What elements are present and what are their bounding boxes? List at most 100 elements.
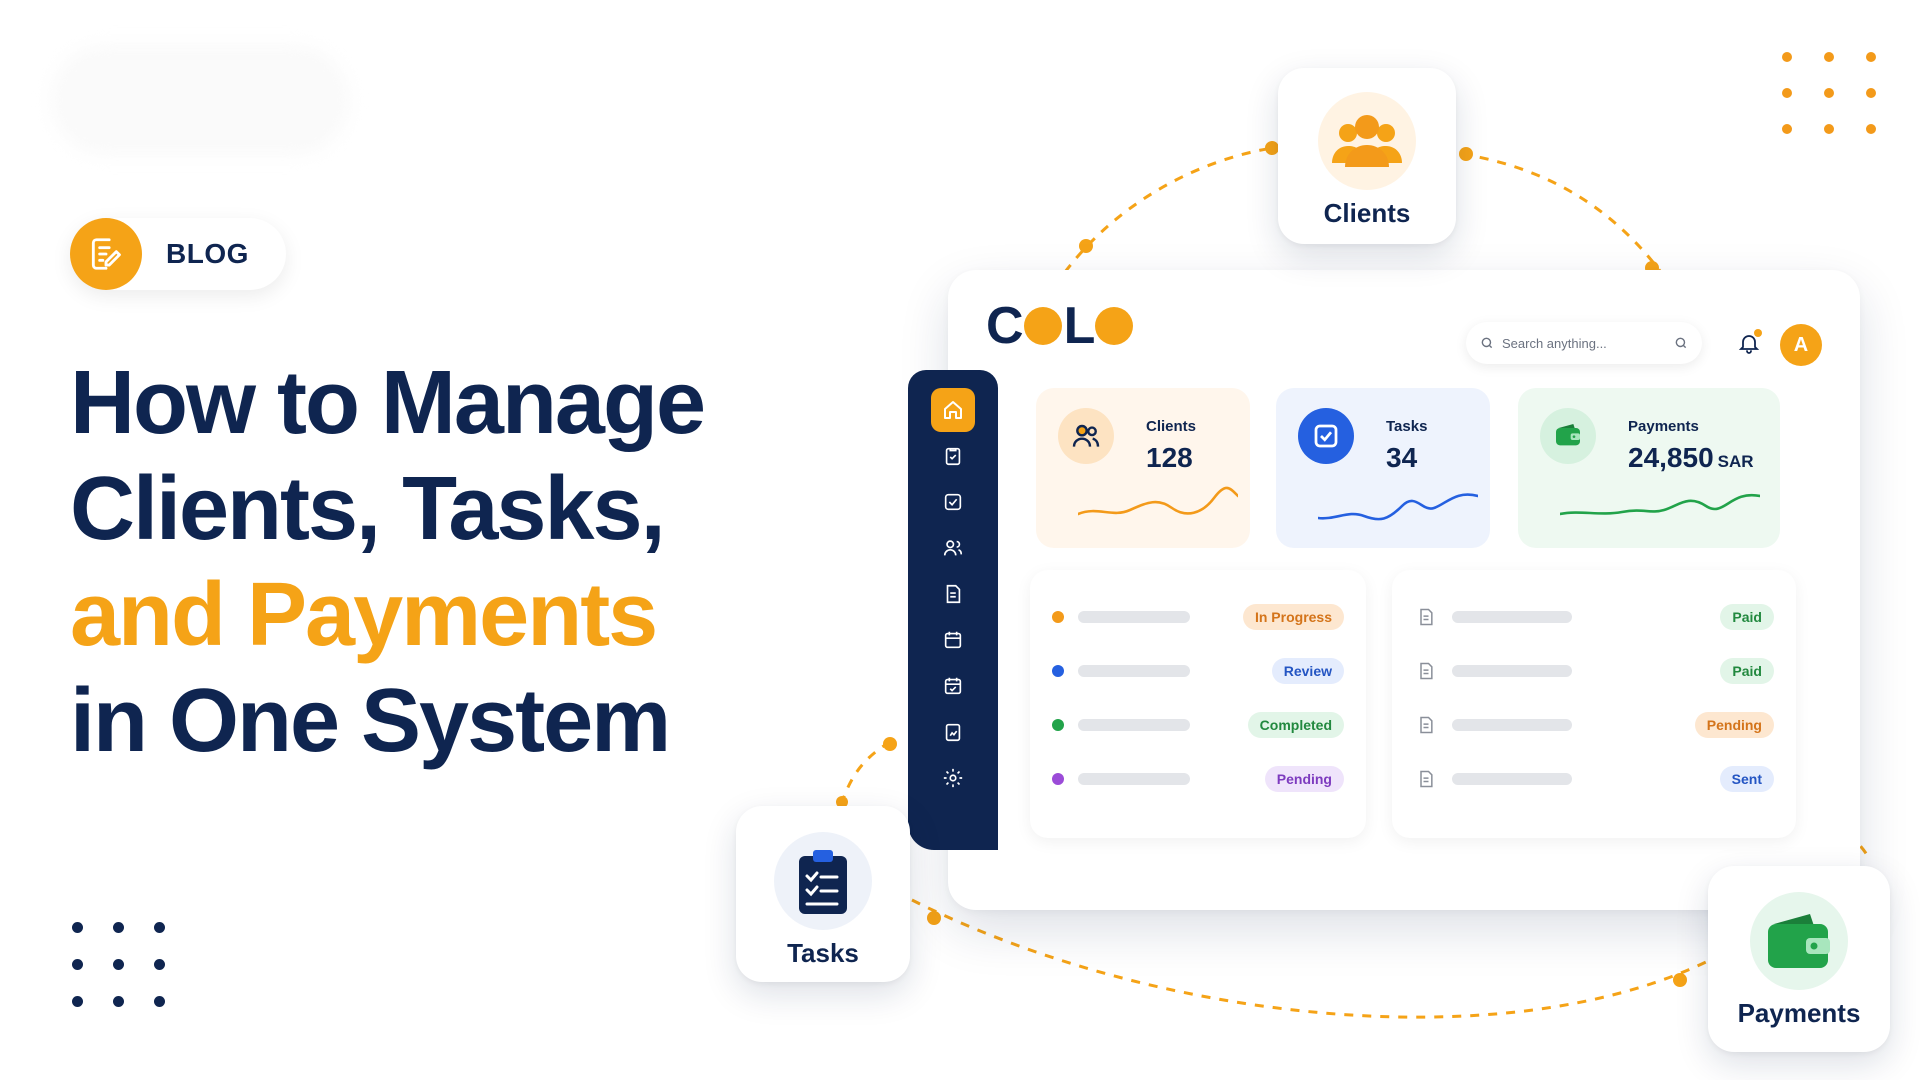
notification-dot xyxy=(1754,329,1762,337)
chart-clipboard-icon xyxy=(945,723,961,742)
checkbox-icon xyxy=(1298,408,1354,464)
users-icon xyxy=(943,540,963,556)
placeholder-bar xyxy=(1078,719,1190,731)
stat-card-tasks[interactable]: Tasks 34 xyxy=(1276,388,1490,548)
task-list-panel: In Progress Review Completed Pending xyxy=(1030,570,1366,838)
sparkline-chart xyxy=(1078,486,1238,516)
invoice-icon xyxy=(1414,714,1438,736)
headline-line: How to Manage xyxy=(70,353,706,453)
checkbox-icon xyxy=(944,493,962,511)
path-node xyxy=(883,737,897,751)
invoice-icon xyxy=(1414,606,1438,628)
stat-currency: SAR xyxy=(1717,452,1754,471)
calendar-check-icon xyxy=(944,677,962,695)
path-node xyxy=(927,911,941,925)
sidebar-item-checklist[interactable] xyxy=(931,480,975,524)
sidebar-item-calendar[interactable] xyxy=(931,618,975,662)
headline-line: in One System xyxy=(70,671,671,771)
sparkline-chart xyxy=(1560,493,1760,516)
invoice-icon xyxy=(1414,660,1438,682)
page-headline: How to Manage Clients, Tasks, and Paymen… xyxy=(70,350,706,774)
status-badge: Pending xyxy=(1264,766,1344,792)
status-badge: Pending xyxy=(1694,712,1774,738)
stat-card-clients[interactable]: Clients 128 xyxy=(1036,388,1250,548)
status-dot xyxy=(1052,719,1064,731)
placeholder-bar xyxy=(1452,773,1572,785)
status-badge: Paid xyxy=(1720,658,1774,684)
stat-label: Tasks xyxy=(1386,418,1428,435)
sidebar-item-documents[interactable] xyxy=(931,572,975,616)
list-item[interactable]: Review xyxy=(1052,644,1344,698)
headline-line: Clients, Tasks, xyxy=(70,459,666,559)
wallet-icon xyxy=(1540,408,1596,464)
list-item[interactable]: Sent xyxy=(1414,752,1774,806)
search-icon xyxy=(1675,337,1687,349)
list-item[interactable]: Pending xyxy=(1414,698,1774,752)
search-input[interactable]: Search anything... xyxy=(1466,322,1702,364)
feature-card-label: Clients xyxy=(1323,198,1411,228)
sidebar-item-clients[interactable] xyxy=(931,526,975,570)
feature-card-label: Payments xyxy=(1737,998,1861,1028)
path-node xyxy=(1673,973,1687,987)
list-item[interactable]: Paid xyxy=(1414,590,1774,644)
sparkline-chart xyxy=(1318,493,1478,521)
blog-badge: BLOG xyxy=(70,218,286,290)
wallet-icon xyxy=(1750,892,1848,990)
status-dot xyxy=(1052,773,1064,785)
home-icon xyxy=(944,401,962,419)
search-placeholder: Search anything... xyxy=(1502,335,1607,351)
placeholder-bar xyxy=(1078,773,1190,785)
path-node xyxy=(1459,147,1473,161)
sidebar-item-schedule[interactable] xyxy=(931,664,975,708)
stat-value: 128 xyxy=(1146,442,1193,473)
status-badge: Paid xyxy=(1720,604,1774,630)
placeholder-bar xyxy=(1452,665,1572,677)
status-badge: Review xyxy=(1271,658,1344,684)
stat-label: Clients xyxy=(1146,418,1197,435)
stat-label: Payments xyxy=(1628,418,1699,435)
status-badge: Sent xyxy=(1719,766,1774,792)
decorative-dot-grid xyxy=(72,922,165,1007)
stat-amount: 24,850 xyxy=(1628,442,1714,473)
settings-icon xyxy=(943,768,963,788)
blog-edit-icon xyxy=(70,218,142,290)
stat-value: 34 xyxy=(1386,442,1418,473)
notification-bell-icon[interactable] xyxy=(1732,326,1766,360)
placeholder-bar xyxy=(1452,719,1572,731)
headline-accent-line: and Payments xyxy=(70,565,658,665)
search-icon xyxy=(1481,337,1493,349)
feature-card-tasks: Tasks xyxy=(736,806,910,982)
status-dot xyxy=(1052,665,1064,677)
list-item[interactable]: Paid xyxy=(1414,644,1774,698)
status-dot xyxy=(1052,611,1064,623)
status-badge: In Progress xyxy=(1242,604,1344,630)
placeholder-bar xyxy=(1452,611,1572,623)
document-icon xyxy=(946,584,961,604)
task-check-icon xyxy=(945,447,961,466)
sidebar-item-tasks[interactable] xyxy=(931,434,975,478)
users-icon xyxy=(1318,92,1416,190)
list-item[interactable]: In Progress xyxy=(1052,590,1344,644)
decorative-dot-grid xyxy=(1782,52,1876,134)
list-item[interactable]: Completed xyxy=(1052,698,1344,752)
payment-list-panel: Paid Paid Pending Sent xyxy=(1392,570,1796,838)
avatar[interactable]: A xyxy=(1780,324,1822,366)
clipboard-checklist-icon xyxy=(774,832,872,930)
path-node xyxy=(836,796,848,808)
list-item[interactable]: Pending xyxy=(1052,752,1344,806)
sidebar-item-settings[interactable] xyxy=(931,756,975,800)
status-badge: Completed xyxy=(1247,712,1344,738)
sidebar-item-home[interactable] xyxy=(931,388,975,432)
feature-card-label: Tasks xyxy=(787,938,859,968)
calendar-icon xyxy=(944,631,962,649)
users-icon xyxy=(1058,408,1114,464)
blog-label: BLOG xyxy=(166,238,249,269)
sidebar-item-reports[interactable] xyxy=(931,710,975,754)
placeholder-bar xyxy=(1078,611,1190,623)
sidebar xyxy=(908,370,998,850)
path-node xyxy=(1079,239,1093,253)
